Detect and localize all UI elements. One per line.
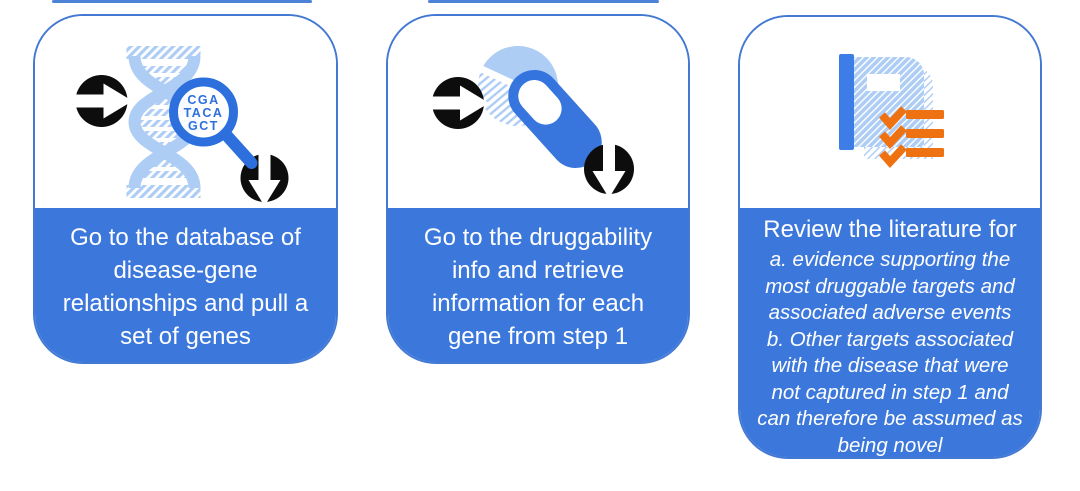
text-line: a. evidence supporting the xyxy=(769,248,1011,271)
arrow-right-icon xyxy=(73,75,133,127)
text-line: info and retrieve xyxy=(451,257,625,284)
cropped-shape-edge-line xyxy=(428,0,659,3)
card-1-icon-area: CGA TACA GCT xyxy=(35,16,336,208)
magnifier-icon: CGA TACA GCT xyxy=(169,77,258,169)
arrow-right-icon xyxy=(430,77,489,129)
checklist-icon xyxy=(879,106,944,168)
card-2-icon-area xyxy=(388,16,688,208)
card-3-icon-area xyxy=(740,17,1040,208)
card-1-text: Go to the database of disease-gene relatio… xyxy=(35,208,336,362)
text-line: being novel xyxy=(837,433,943,457)
magnifier-text-line: GCT xyxy=(188,119,219,133)
text-line: can therefore be assumed as xyxy=(757,407,1023,430)
text-line: not captured in step 1 and xyxy=(771,380,1009,404)
text-line: Go to the database of xyxy=(70,224,301,251)
cropped-shape-edge-line xyxy=(52,0,312,3)
magnifier-text-line: CGA xyxy=(187,93,219,107)
step-card-3: Review the literature for a. evidence su… xyxy=(738,15,1042,459)
text-line: associated adverse events xyxy=(768,301,1012,324)
magnifier-text-line: TACA xyxy=(184,106,224,120)
text-line: with the disease that were xyxy=(771,354,1009,377)
text-line: b. Other targets associated xyxy=(766,327,1014,351)
text-line: information for each xyxy=(431,290,645,317)
dna-magnifier-with-arrows-icon: CGA TACA GCT xyxy=(73,46,289,206)
text-line: disease-gene xyxy=(113,257,258,284)
step-card-2: Go to the druggability info and retrieve i… xyxy=(386,14,690,364)
text-line: gene from step 1 xyxy=(447,323,629,350)
arrow-down-icon xyxy=(584,142,634,198)
card-3-text: Review the literature for a. evidence su… xyxy=(740,208,1040,457)
text-line: Go to the druggability xyxy=(423,224,653,251)
drug-capsule-with-arrows-icon xyxy=(430,46,634,198)
book-with-checklist-icon xyxy=(839,54,944,168)
text-line: relationships and pull a xyxy=(62,290,309,317)
capsule-icon xyxy=(508,69,602,169)
text-line: set of genes xyxy=(120,323,251,350)
text-line: most druggable targets and xyxy=(765,274,1015,298)
step-card-1: CGA TACA GCT Go to the database of diseas… xyxy=(33,14,338,364)
card-2-text: Go to the druggability info and retrieve i… xyxy=(388,208,688,362)
card-3-subtext: a. evidence supporting the most druggable… xyxy=(740,247,1040,457)
card-3-heading: Review the literature for xyxy=(763,216,1017,243)
